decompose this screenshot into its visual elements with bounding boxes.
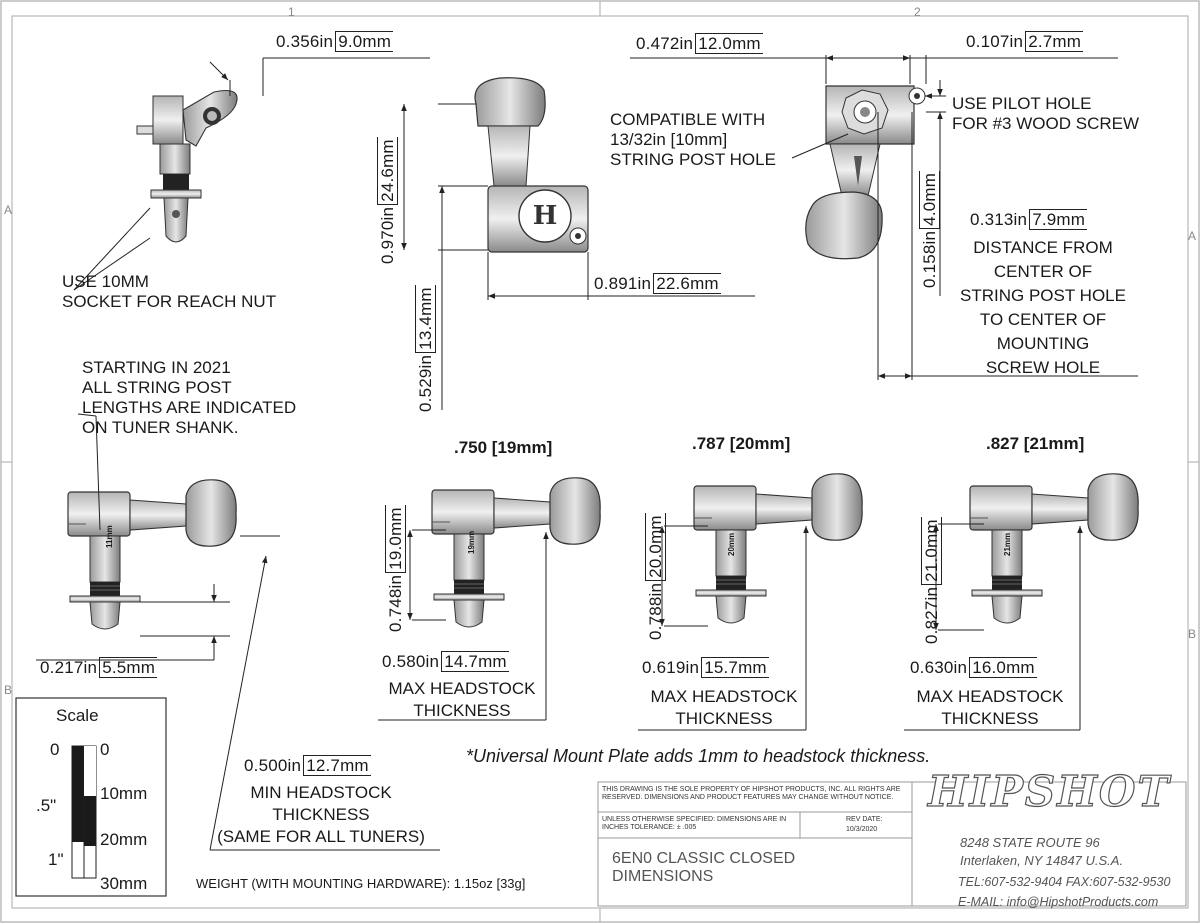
scale-inch-half: .5" [36,796,57,815]
scale-inch-1: 1" [48,850,64,869]
tuner-19-shank-mark: 19mm [467,530,476,554]
title-block-frame [597,781,1187,907]
tuner-20mm-drawing [638,473,863,731]
distance-note: DISTANCE FROM CENTER OF STRING POST HOLE… [960,238,1126,377]
border-mark-b-left: B [4,683,13,697]
rev-date-value: 10/3/2020 [846,826,878,833]
side-height-dim: 0.970in24.6mm [377,137,398,264]
tuner-21-shank-mark: 21mm [1003,532,1012,556]
tuner-19mm-drawing [378,477,601,721]
side-post-dim: 0.529in13.4mm [415,285,436,412]
scale-mm-0: 0 [100,740,110,759]
hipshot-logo: HIPSHOT [927,767,1171,816]
rev-date-label: REV DATE: [846,816,883,823]
side-view-tuner: H [474,77,589,253]
border-mark-a-left: A [4,203,13,217]
border-mark-2: 2 [914,5,921,19]
property-notice: THIS DRAWING IS THE SOLE PROPERTY OF HIP… [602,786,901,801]
border-mark-a-right: A [1188,229,1197,243]
company-email: E-MAIL: info@HipshotProducts.com [958,895,1159,909]
border-mark-b-right: B [1188,627,1197,641]
border-mark-1: 1 [288,5,295,19]
scale-mm-20: 20mm [100,830,148,849]
tuner-21-title: .827 [21mm] [986,434,1085,453]
tuner-20-shank-mark: 20mm [727,532,736,556]
tuner-19-title: .750 [19mm] [454,438,553,457]
tuner-21-post-dim: 0.827in21.0mm [921,517,942,644]
weight-note: WEIGHT (WITH MOUNTING HARDWARE): 1.15oz … [196,876,526,891]
tuner-first-shank-mark: 11mm [105,525,114,548]
scale-mm-10: 10mm [100,784,148,803]
tolerance-notice: UNLESS OTHERWISE SPECIFIED: DIMENSIONS A… [602,816,787,831]
mount-plate-note: *Universal Mount Plate adds 1mm to heads… [466,746,931,766]
top-view-tuner [136,89,238,243]
tuner-19-post-dim: 0.748in19.0mm [385,505,406,632]
scale-title: Scale [56,706,99,725]
scale-legend-graphic [15,697,167,897]
end-vertical-dim: 0.158in4.0mm [919,170,940,288]
end-view-tuner [805,85,926,260]
tuner-21mm-drawing [904,473,1139,731]
tuner-20-title: .787 [20mm] [692,434,791,453]
tuner-first-drawing [67,479,237,630]
tuner-20-post-dim: 0.788in20.0mm [645,513,666,640]
company-phone: TEL:607-532-9404 FAX:607-532-9530 [958,875,1171,889]
scale-inch-0: 0 [50,740,60,759]
scale-mm-30: 30mm [100,874,148,893]
svg-text:H: H [533,201,558,231]
